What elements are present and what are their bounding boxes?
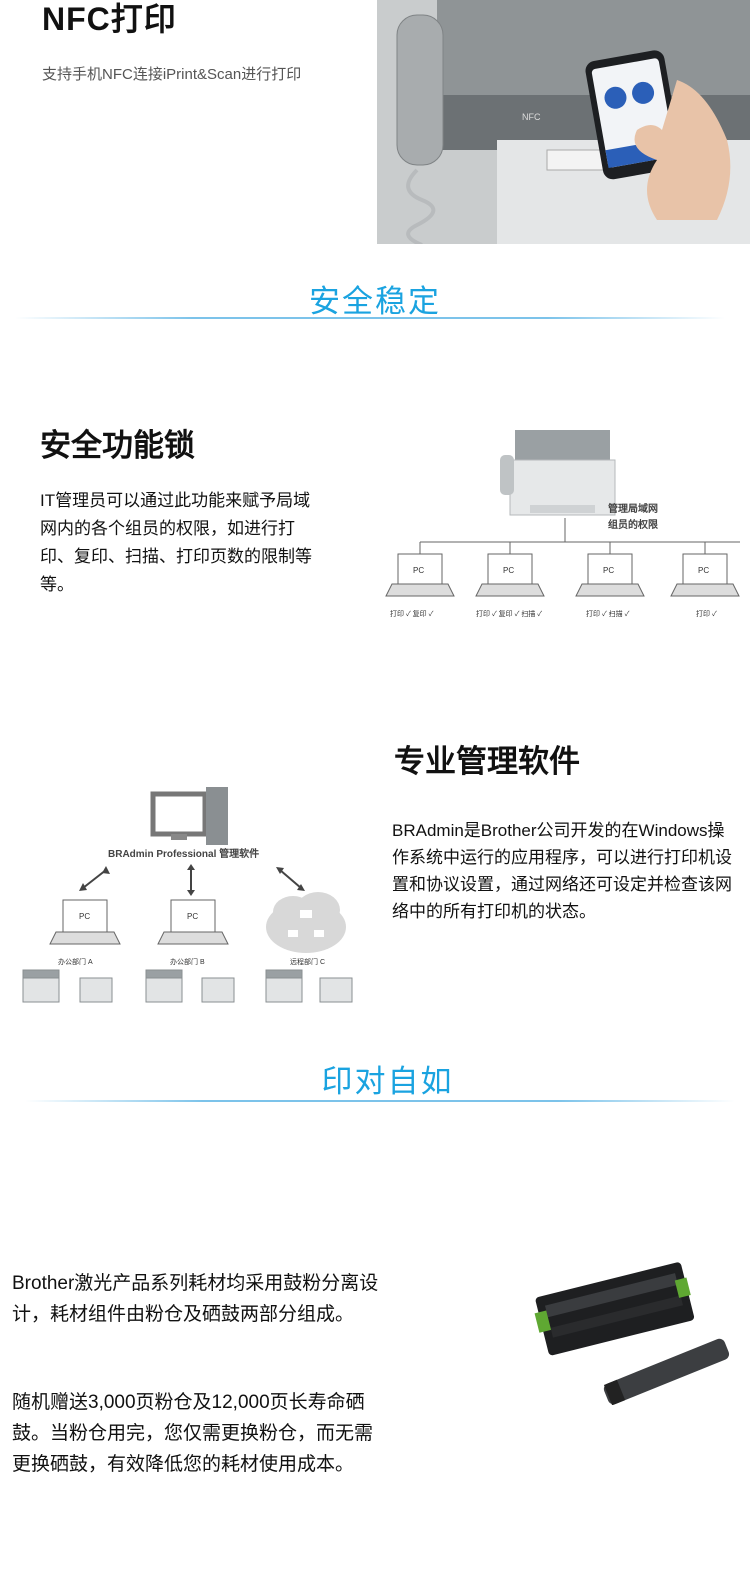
nfc-print-title: NFC打印 xyxy=(42,1,177,37)
printer-icons-row xyxy=(22,969,353,1003)
network-printer-icon xyxy=(500,430,616,516)
laptop-icon-dept-a: PC xyxy=(49,899,121,945)
pc-label: PC xyxy=(603,566,614,575)
security-lock-description: IT管理员可以通过此功能来赋予局域网内的各个组员的权限，如进行打印、复印、扫描、… xyxy=(40,491,312,594)
print-freedom-section-title: 印对自如 xyxy=(321,1064,454,1099)
nfc-printer-phone-photo: NFC brother xyxy=(377,0,750,244)
security-section-title: 安全稳定 xyxy=(309,284,441,319)
bradmin-network-diagram: BRAdmin Professional 管理软件 PC PC xyxy=(18,782,363,1010)
laptop-icon-2: PC 打印 ✓ 复印 ✓ 扫描 ✓ xyxy=(475,553,545,618)
bradmin-header: BRAdmin Professional 管理软件 xyxy=(108,847,259,860)
consumables-description-2: 随机赠送3,000页粉仓及12,000页长寿命硒鼓。当粉仓用完，您仅需更换粉仓，… xyxy=(12,1392,374,1475)
pc-label: PC xyxy=(413,566,424,575)
dept-c-label: 远程部门 C xyxy=(290,957,325,966)
laptop-icon-3: PC 打印 ✓ 扫描 ✓ xyxy=(575,553,645,618)
diagram-caption-line1: 管理局域网 xyxy=(608,502,658,515)
nfc-print-description: 支持手机NFC连接iPrint&Scan进行打印 xyxy=(42,66,302,83)
dept-a-label: 办公部门 A xyxy=(58,957,93,966)
laptop-icon-1: PC 打印 ✓ 复印 ✓ xyxy=(385,553,455,618)
diagram-caption-line2: 组员的权限 xyxy=(608,518,659,531)
pc-label: PC xyxy=(187,912,198,921)
pc-permissions-3: 打印 ✓ 扫描 ✓ xyxy=(586,609,630,618)
pc-permissions-4: 打印 ✓ xyxy=(696,609,717,618)
desktop-computer-icon xyxy=(150,787,228,845)
pc-label: PC xyxy=(79,912,90,921)
security-lock-title: 安全功能锁 xyxy=(40,428,195,463)
drum-and-toner-photo xyxy=(530,1255,740,1406)
cloud-network-icon xyxy=(266,892,346,953)
pc-permissions-2: 打印 ✓ 复印 ✓ 扫描 ✓ xyxy=(476,609,542,618)
management-software-description: BRAdmin是Brother公司开发的在Windows操作系统中运行的应用程序… xyxy=(392,821,732,921)
security-section-divider xyxy=(15,317,725,319)
consumables-description-1: Brother激光产品系列耗材均采用鼓粉分离设计，耗材组件由粉仓及硒鼓两部分组成… xyxy=(12,1273,379,1325)
nfc-panel-mark: NFC xyxy=(522,112,541,122)
laptop-icon-dept-b: PC xyxy=(157,899,229,945)
pc-label: PC xyxy=(698,566,709,575)
management-software-title: 专业管理软件 xyxy=(394,744,580,779)
print-freedom-section-divider xyxy=(25,1100,735,1102)
laptop-icon-4: PC 打印 ✓ xyxy=(670,553,740,618)
pc-permissions-1: 打印 ✓ 复印 ✓ xyxy=(390,609,434,618)
pc-label: PC xyxy=(503,566,514,575)
dept-b-label: 办公部门 B xyxy=(170,957,205,966)
permission-network-diagram: 管理局域网 组员的权限 PC 打印 ✓ 复印 ✓ PC 打印 ✓ 复印 ✓ 扫描… xyxy=(380,420,750,630)
